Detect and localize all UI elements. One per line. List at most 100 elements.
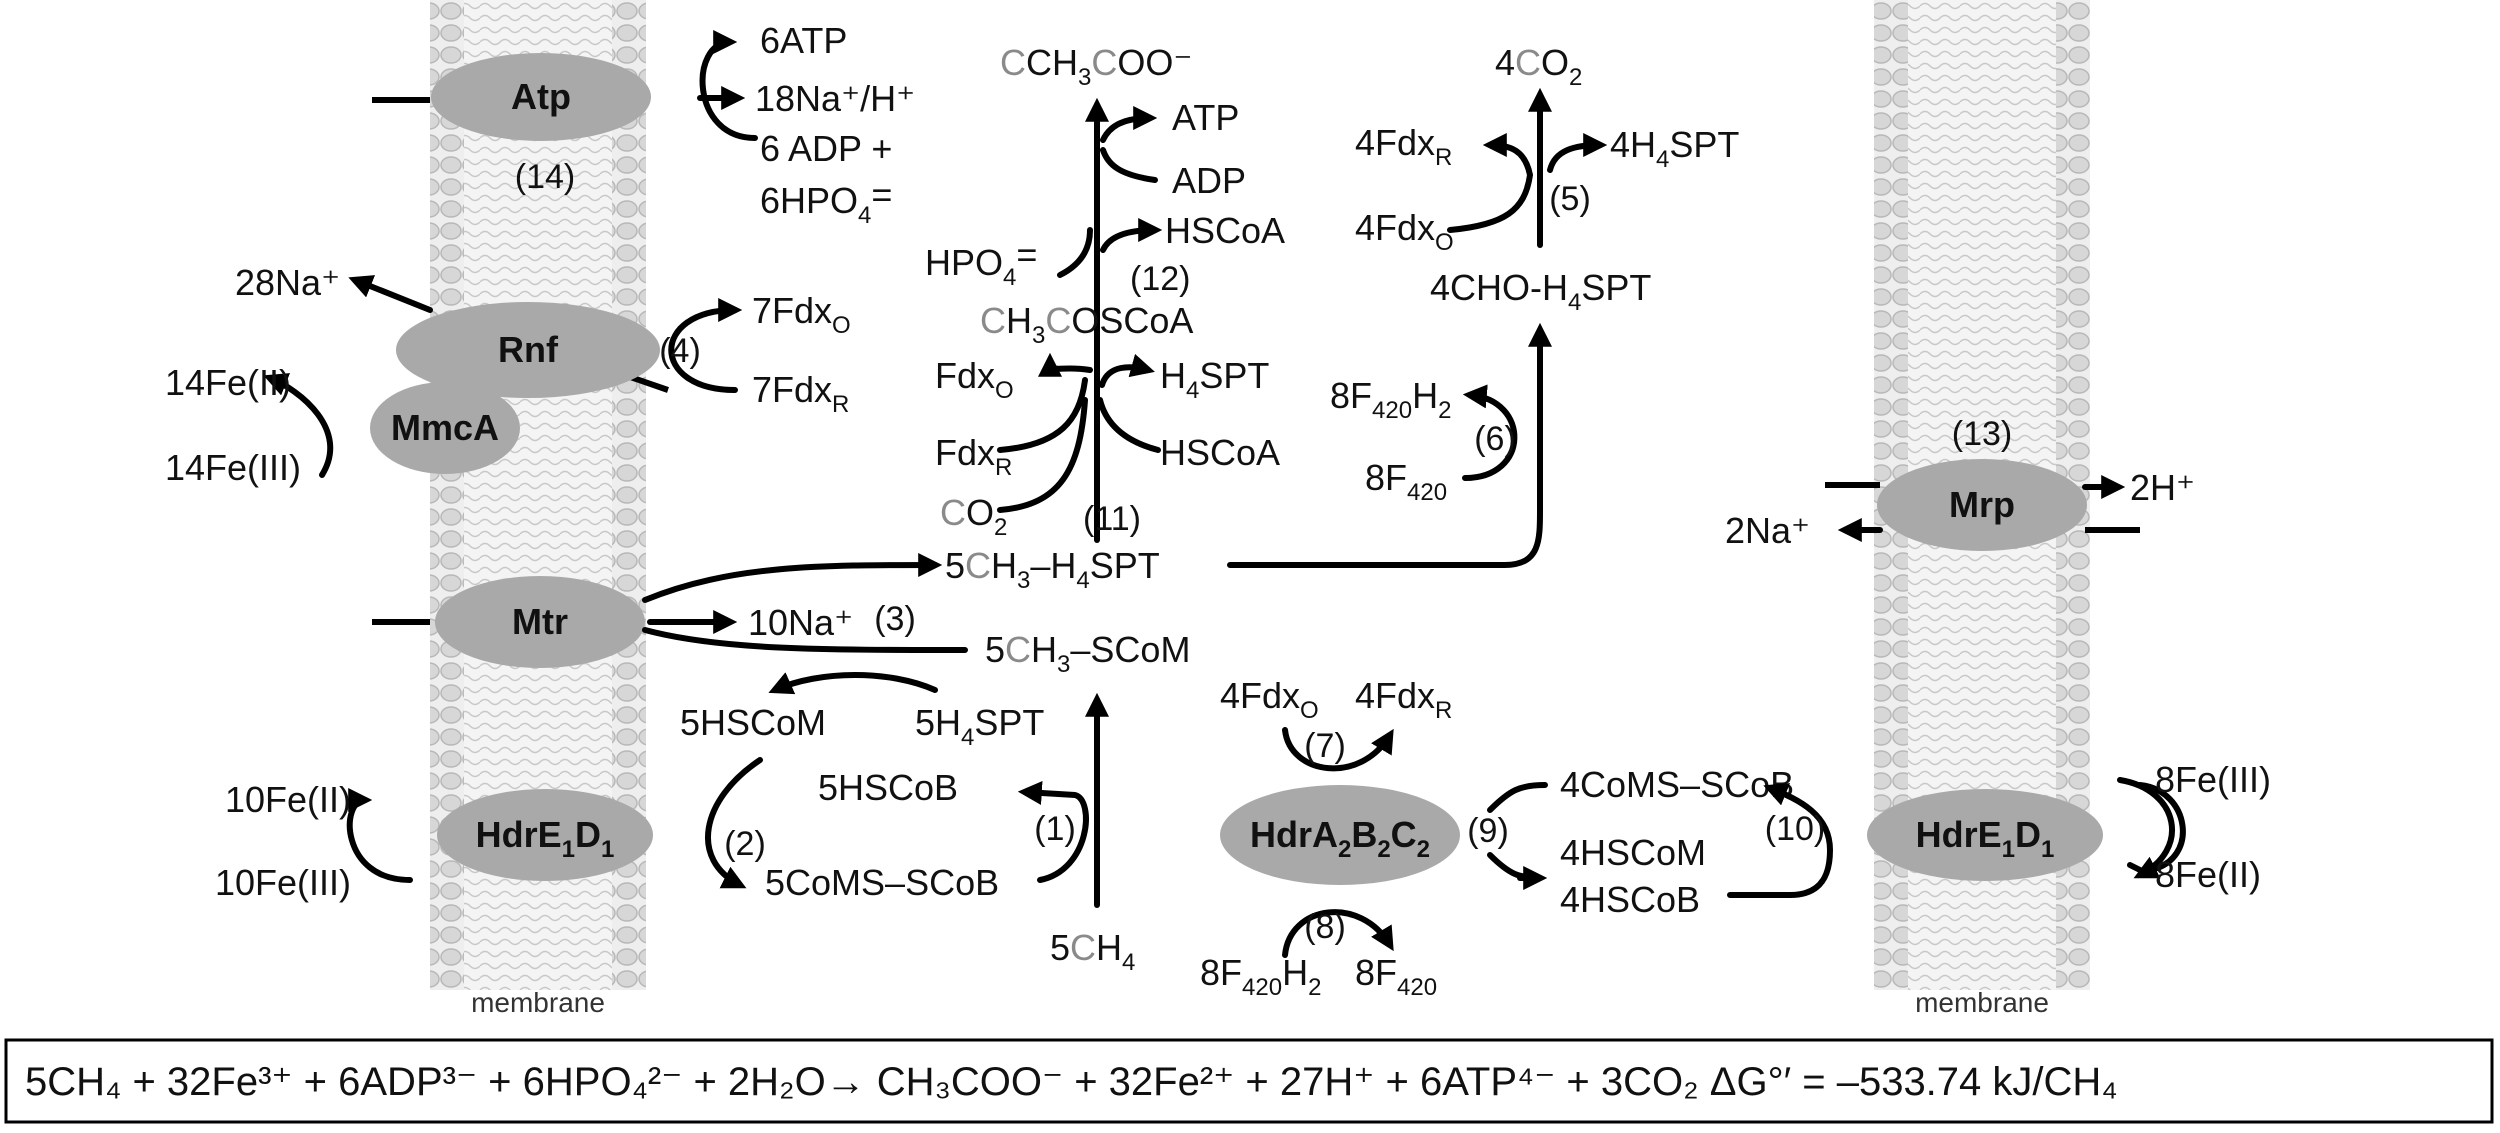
f420h2-b: 8F420H2 — [1200, 952, 1321, 1001]
membrane-label-left: membrane — [471, 987, 605, 1018]
coms4: 4CoMS–SCoB — [1560, 764, 1794, 805]
hdr10-arrow — [1727, 783, 1833, 898]
acetate: CCH3COO⁻ — [1000, 42, 1192, 91]
hdre1d1-right-label: HdrE1D1 — [1916, 814, 2055, 863]
fdxo4: 4FdxO — [1355, 207, 1454, 256]
fdxo-mid: FdxO — [935, 355, 1014, 404]
mmca-label: MmcA — [391, 407, 499, 448]
hscoa-mid: HSCoA — [1160, 432, 1280, 473]
hscob-loop — [1017, 781, 1089, 883]
overall-equation: 5CH₄ + 32Fe³⁺ + 6ADP³⁻ + 6HPO₄²⁻ + 2H₂O→… — [25, 1060, 2118, 1104]
fdxo-out — [1038, 352, 1093, 377]
ch3scom-to-mtr — [642, 627, 968, 653]
hdre1d1-left-enzyme — [437, 789, 653, 881]
fe14iii: 14Fe(III) — [165, 447, 301, 488]
membrane-label-right: membrane — [1915, 987, 2049, 1018]
na2-out: 2Na⁺ — [1725, 510, 1810, 551]
fdx7o: 7FdxO — [752, 290, 851, 339]
hscoa-out — [1100, 218, 1163, 253]
fe14-arrow — [263, 373, 334, 478]
ch3scom: 5CH3–SCoM — [985, 629, 1190, 678]
h4spt4: 4H4SPT — [1610, 124, 1739, 173]
step-2: (2) — [724, 825, 766, 863]
atp-r: ATP — [1172, 97, 1239, 138]
hdra2b2c2-label: HdrA2B2C2 — [1250, 814, 1430, 863]
ch4: 5CH4 — [1050, 927, 1135, 976]
fe8iii: 8Fe(III) — [2155, 759, 2271, 800]
fe10ii: 10Fe(II) — [225, 779, 351, 820]
co2-mid: CO2 — [940, 492, 1007, 541]
fdx7-arrow — [668, 298, 743, 393]
ch3h4spt: 5CH3–H4SPT — [945, 545, 1160, 594]
fdx4-arrow — [1447, 133, 1533, 233]
hscob4: 4HSCoB — [1560, 879, 1700, 920]
atp-hpo: 6HPO4= — [760, 174, 892, 229]
hpo4-in — [1057, 227, 1093, 278]
h4spt4-out — [1547, 133, 1608, 173]
mtr-label: Mtr — [512, 601, 568, 642]
step-10: (10) — [1765, 810, 1825, 848]
rnf-label: Rnf — [498, 329, 559, 370]
hscom4: 4HSCoM — [1560, 832, 1706, 873]
fdxr-7: 4FdxR — [1355, 675, 1452, 724]
fdxr-mid: FdxR — [935, 432, 1012, 481]
h4spt5: 5H4SPT — [915, 702, 1044, 751]
mrp-enzyme — [1877, 459, 2087, 551]
f420h2-8: 8F420H2 — [1330, 375, 1451, 424]
fdxr4: 4FdxR — [1355, 122, 1452, 171]
f420-8: 8F420 — [1365, 457, 1447, 506]
hscoa-in — [1097, 397, 1161, 453]
fe8ii: 8Fe(II) — [2155, 854, 2261, 895]
mmca-enzyme — [370, 382, 520, 474]
fe8-tail — [2127, 862, 2143, 873]
h2-out: 2H⁺ — [2130, 467, 2195, 508]
fdxo-7: 4FdxO — [1220, 675, 1319, 724]
fe10iii: 10Fe(III) — [215, 862, 351, 903]
na28: 28Na⁺ — [235, 262, 340, 303]
coms5: 5CoMS–SCoB — [765, 862, 999, 903]
fdx-7-arrow — [1282, 727, 1394, 772]
f420-8-arrow — [1282, 909, 1394, 958]
hscob5: 5HSCoB — [818, 767, 958, 808]
hscom5: 5HSCoM — [680, 702, 826, 743]
equation-box — [4, 1038, 2494, 1124]
hscom-to-coms — [704, 757, 763, 889]
step-12: (12) — [1130, 260, 1190, 298]
step-5: (5) — [1549, 180, 1591, 218]
atp-na: 18Na⁺/H⁺ — [755, 78, 915, 119]
step-1: (1) — [1034, 810, 1076, 848]
step-6: (6) — [1474, 420, 1516, 458]
adp-in — [1100, 147, 1158, 183]
ch3h4spt-to-cho — [1227, 322, 1552, 568]
step-3: (3) — [874, 600, 916, 638]
hdre1d1-left-label: HdrE1D1 — [476, 814, 615, 863]
step-11: (11) — [1083, 500, 1141, 538]
step-13: (13) — [1952, 415, 2012, 453]
hpo4: HPO4= — [925, 234, 1037, 291]
co2-in — [997, 397, 1088, 513]
co2-4: 4CO2 — [1495, 42, 1582, 91]
fe8-arc — [2137, 782, 2186, 873]
hdra2b2c2-enzyme — [1220, 785, 1460, 885]
fe8-arrow — [2117, 777, 2175, 879]
step-9: (9) — [1467, 812, 1509, 850]
adp-r: ADP — [1172, 160, 1246, 201]
mrp-label: Mrp — [1949, 484, 2015, 525]
f420-6-arrow — [1462, 384, 1518, 481]
atp-arrow-out — [699, 30, 758, 141]
fdx7r: 7FdxR — [752, 369, 849, 418]
atp-6atp: 6ATP — [760, 20, 847, 61]
h4spt-mid: H4SPT — [1160, 355, 1269, 404]
f420-b: 8F420 — [1355, 952, 1437, 1001]
atp-out — [1100, 106, 1158, 143]
hdre1d1-right-enzyme — [1867, 789, 2103, 881]
h4spt-out — [1099, 353, 1155, 388]
atp-adp: 6 ADP + — [760, 128, 892, 169]
step-14: (14) — [515, 158, 575, 196]
acetylcoa: CH3COSCoA — [980, 300, 1193, 349]
fe14ii: 14Fe(II) — [165, 362, 291, 403]
rnf-na-arrow — [348, 275, 433, 313]
mtr-to-ch3h4spt — [642, 553, 943, 603]
